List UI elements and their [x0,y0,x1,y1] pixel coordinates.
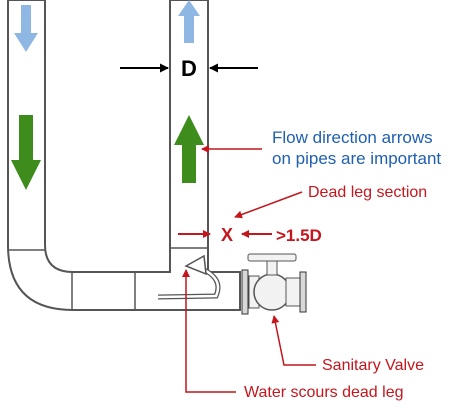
water-scours-label: Water scours dead leg [244,384,403,401]
valve-pointer [271,315,316,366]
flow-note-line2: on pipes are important [272,149,441,168]
dead-leg-label: Dead leg section [308,184,427,201]
sanitary-valve-label: Sanitary Valve [322,357,424,374]
valve-icon [241,253,307,315]
diameter-label: D [181,56,197,81]
flow-arrow-up-icon [174,115,204,183]
flow-note-line1: Flow direction arrows [272,128,433,147]
arrow-down-icon [14,5,38,52]
dead-leg-length: >1.5D [276,226,322,245]
swirl-flow-icon [157,254,221,300]
x-marker: X [221,225,233,245]
scour-pointer [182,269,236,393]
dead-leg-pointer [234,191,303,219]
u-pipe [7,0,241,311]
flow-arrow-down-icon [11,115,41,190]
arrow-up-icon [178,0,200,43]
